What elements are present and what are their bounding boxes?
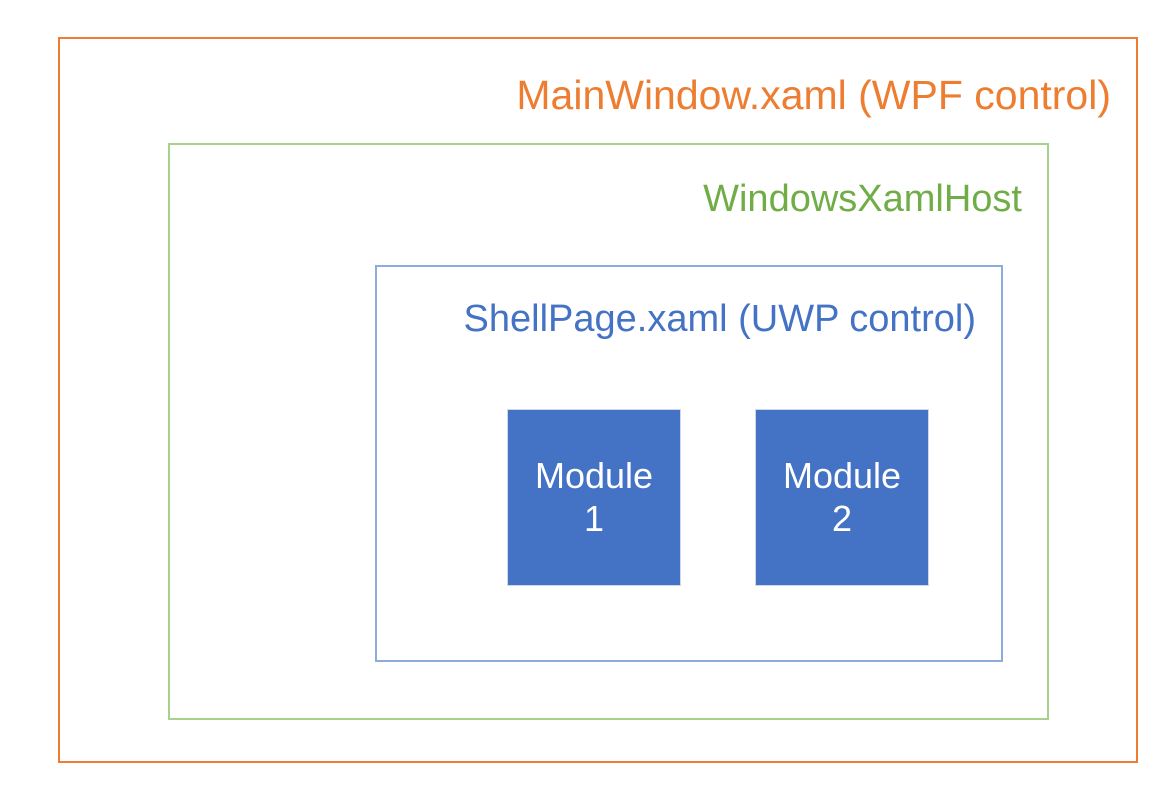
module-box-1-number: 1 [583, 497, 605, 539]
module-box-2-name: Module [782, 455, 902, 497]
layer-box-windowsxamlhost: WindowsXamlHost ShellPage.xaml (UWP cont… [168, 143, 1049, 720]
layer-label-mainwindow: MainWindow.xaml (WPF control) [516, 72, 1111, 118]
module-box-1: Module 1 [507, 409, 681, 586]
layer-label-shellpage: ShellPage.xaml (UWP control) [463, 298, 976, 340]
module-box-1-name: Module [534, 455, 654, 497]
module-box-2-number: 2 [831, 497, 853, 539]
layer-box-mainwindow: MainWindow.xaml (WPF control) WindowsXam… [58, 37, 1138, 763]
layer-box-shellpage: ShellPage.xaml (UWP control) Module 1 Mo… [375, 265, 1003, 662]
module-box-2: Module 2 [755, 409, 929, 586]
layer-label-windowsxamlhost: WindowsXamlHost [703, 178, 1022, 220]
